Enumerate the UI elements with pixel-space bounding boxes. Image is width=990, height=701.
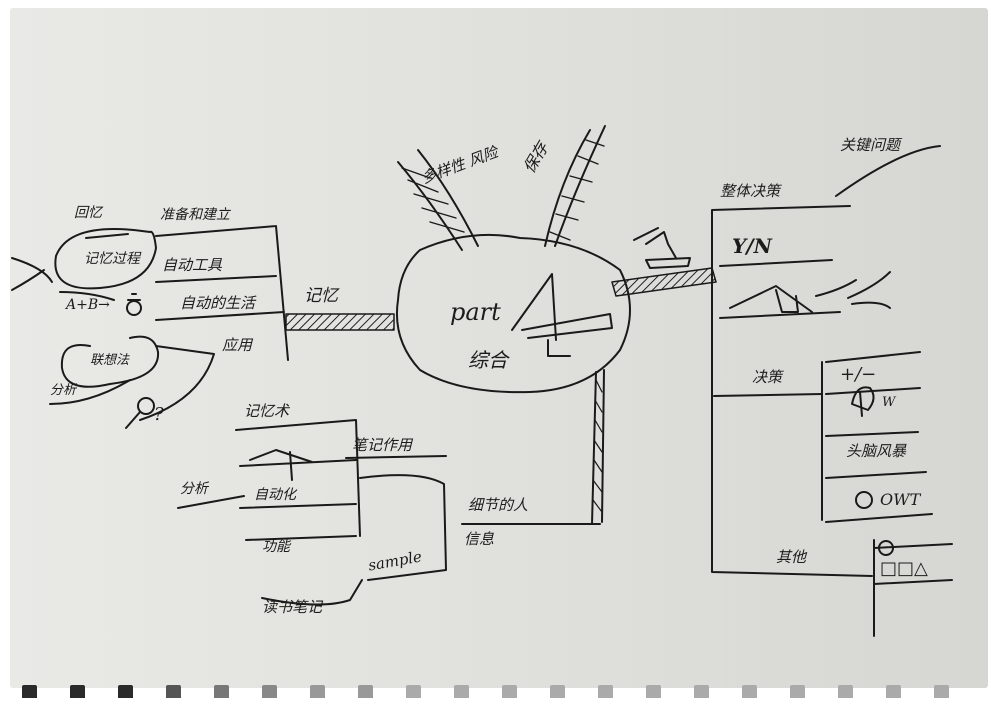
left-main-label: 记忆 [304, 286, 338, 306]
top-right-branch [544, 125, 606, 247]
right-brainstorm: 头脑风暴 [846, 442, 907, 460]
notebook-binding [10, 682, 988, 701]
bottom-item-function: 功能 [262, 539, 290, 555]
bottom-right-label-2: 信息 [464, 530, 495, 548]
right-decision: 决策 [752, 368, 783, 386]
magnifier-icon [137, 397, 155, 415]
left-item-4: 应用 [222, 336, 253, 354]
left-item-3: 自动的生活 [180, 294, 256, 312]
right-other: 其他 [776, 548, 807, 566]
right-top-label: 整体决策 [720, 182, 781, 200]
left-group-lines [139, 225, 289, 421]
bottom-label-memory-technique: 记忆术 [244, 402, 290, 420]
center-title: part [450, 298, 501, 326]
left-analysis: 分析 [50, 383, 77, 398]
left-association: 联想法 [90, 353, 130, 368]
right-yn: Y/N [732, 234, 772, 258]
o-icon [855, 491, 873, 509]
right-owt: OWT [880, 490, 921, 509]
left-memory-process: 记忆过程 [84, 251, 140, 267]
center-cloud [396, 233, 631, 394]
bottom-group-lines [235, 419, 361, 541]
left-connector-hatch [285, 313, 395, 331]
bottom-label-notes-role: 笔记作用 [352, 436, 413, 454]
left-ab-arrow: A+B→ [66, 297, 110, 313]
bottom-reading-notes: 读书笔记 [262, 598, 323, 616]
bottom-item-automation: 自动化 [254, 487, 296, 503]
bottom-item-analysis: 分析 [180, 481, 208, 497]
right-group-lines [711, 145, 941, 577]
right-key-issue: 关键问题 [840, 136, 901, 154]
right-boxes: □□△ [880, 558, 928, 579]
right-w: W [882, 395, 896, 410]
center-subtitle: 综合 [468, 348, 508, 372]
right-plus-minus: +/− [840, 364, 877, 385]
bottom-branch [591, 369, 605, 525]
gavel-icon [633, 227, 691, 269]
top-left-branch [397, 149, 479, 251]
right-connector-hatch [611, 267, 717, 297]
left-recall: 回忆 [74, 205, 102, 221]
center-sketch [511, 273, 613, 357]
bottom-right-label-1: 细节的人 [468, 496, 529, 514]
left-item-1: 准备和建立 [160, 207, 230, 223]
left-item-2: 自动工具 [162, 256, 223, 274]
left-question: ? [154, 404, 164, 425]
